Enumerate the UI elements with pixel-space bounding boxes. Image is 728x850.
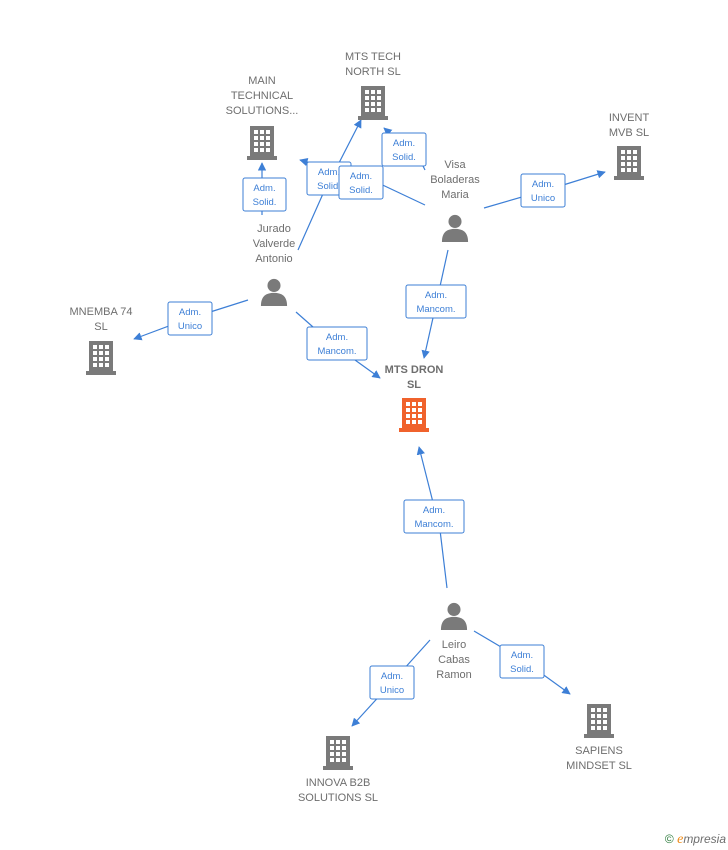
edge-label-e4[interactable]: Adm. Solid. — [381, 132, 427, 167]
building-icon — [86, 341, 116, 375]
edge-label-box — [167, 301, 213, 336]
edge-label-text: Mancom. — [317, 346, 356, 357]
edge-label-text: Mancom. — [414, 519, 453, 530]
edge-label-text: Unico — [380, 685, 404, 696]
edge-label-text: Solid. — [510, 664, 534, 675]
nodes-layer: MTS TECH NORTH SL MAIN TECHNICAL SOLUTIONS..… — [70, 51, 650, 804]
node-label: Jurado — [257, 223, 291, 235]
edge-label-text: Adm. — [393, 138, 415, 149]
node-label: MNEMBA 74 — [70, 306, 133, 318]
edge-label-e8[interactable]: Adm. Mancom. — [306, 326, 368, 361]
brand-name: mpresia — [683, 832, 726, 846]
edge-label-text: Unico — [531, 193, 555, 204]
node-label: Cabas — [438, 654, 470, 666]
edge-label-e1[interactable]: Adm. Solid. — [242, 177, 287, 212]
node-label: MTS DRON — [385, 364, 444, 376]
edge-label-box — [405, 284, 467, 319]
edge-label-e11[interactable]: Adm. Solid. — [499, 644, 545, 679]
edge-label-e7[interactable]: Adm. Unico — [167, 301, 213, 336]
edge-label-text: Adm. — [511, 650, 533, 661]
node-label: MAIN — [248, 75, 276, 87]
person-icon — [440, 602, 468, 630]
node-mts_tech[interactable]: MTS TECH NORTH SL — [345, 51, 401, 120]
node-label: MINDSET SL — [566, 760, 632, 772]
node-label: Visa — [444, 159, 466, 171]
edge-label-text: Solid. — [392, 152, 416, 163]
edge-line-e2 — [297, 119, 362, 251]
node-label: INNOVA B2B — [306, 777, 371, 789]
edge-label-e6[interactable]: Adm. Mancom. — [405, 284, 467, 319]
edge-label-box — [403, 499, 465, 534]
edge-label-e9[interactable]: Adm. Mancom. — [403, 499, 465, 534]
copyright-icon: © — [664, 832, 674, 846]
building-icon — [614, 146, 644, 180]
edge-label-box — [306, 326, 368, 361]
edge-label-e5[interactable]: Adm. Unico — [520, 173, 566, 208]
node-label: SL — [407, 379, 421, 391]
edge-label-text: Adm. — [381, 671, 403, 682]
edge-label-box — [338, 165, 384, 200]
edges-layer — [133, 119, 606, 727]
edge-label-text: Mancom. — [416, 304, 455, 315]
node-label: Leiro — [442, 639, 466, 651]
edge-labels-layer: Adm. Solid. Adm. Solid. Adm. Solid. Adm. Solid.… — [167, 132, 566, 700]
node-label: Antonio — [255, 253, 292, 265]
building-icon — [323, 736, 353, 770]
brand-initial: e — [677, 832, 684, 847]
person-icon — [441, 214, 469, 242]
brand-footer: © empresia — [665, 832, 726, 848]
edge-label-text: Solid. — [349, 185, 373, 196]
node-label: Ramon — [436, 669, 471, 681]
node-innova[interactable]: INNOVA B2B SOLUTIONS SL — [298, 736, 378, 804]
building-icon — [247, 126, 277, 160]
building-icon — [358, 86, 388, 120]
node-label: Valverde — [253, 238, 296, 250]
edge-label-e3[interactable]: Adm. Solid. — [338, 165, 384, 200]
edge-label-box — [381, 132, 427, 167]
edge-label-box — [242, 177, 287, 212]
building-icon — [399, 398, 429, 432]
node-label: TECHNICAL — [231, 90, 293, 102]
edge-label-e10[interactable]: Adm. Unico — [369, 665, 415, 700]
edge-label-text: Unico — [178, 321, 202, 332]
edge-label-box — [499, 644, 545, 679]
edge-label-text: Adm. — [326, 332, 348, 343]
edge-label-text: Adm. — [179, 307, 201, 318]
node-mnemba[interactable]: MNEMBA 74 SL — [70, 306, 133, 375]
edge-label-box — [520, 173, 566, 208]
node-label: Boladeras — [430, 174, 480, 186]
node-label: SOLUTIONS... — [226, 105, 299, 117]
node-main_tech[interactable]: MAIN TECHNICAL SOLUTIONS... — [226, 75, 299, 160]
node-label: MTS TECH — [345, 51, 401, 63]
edge-label-text: Adm. — [253, 183, 275, 194]
edge-label-text: Adm. — [532, 179, 554, 190]
edge-label-box — [369, 665, 415, 700]
node-label: NORTH SL — [345, 66, 400, 78]
edge-label-text: Adm. — [425, 290, 447, 301]
node-label: INVENT — [609, 112, 650, 124]
node-label: SL — [94, 321, 107, 333]
node-label: SOLUTIONS SL — [298, 792, 378, 804]
edge-label-text: Solid. — [253, 197, 277, 208]
node-mts_dron[interactable]: MTS DRON SL — [385, 364, 444, 432]
edge-label-text: Solid. — [317, 181, 341, 192]
node-label: Maria — [441, 189, 469, 201]
node-label: MVB SL — [609, 127, 649, 139]
building-icon — [584, 704, 614, 738]
person-icon — [260, 278, 288, 306]
node-invent[interactable]: INVENT MVB SL — [609, 112, 650, 180]
node-sapiens[interactable]: SAPIENS MINDSET SL — [566, 704, 632, 772]
edge-label-text: Adm. — [350, 171, 372, 182]
edge-label-text: Adm. — [318, 167, 340, 178]
node-label: SAPIENS — [575, 745, 623, 757]
edge-label-text: Adm. — [423, 505, 445, 516]
